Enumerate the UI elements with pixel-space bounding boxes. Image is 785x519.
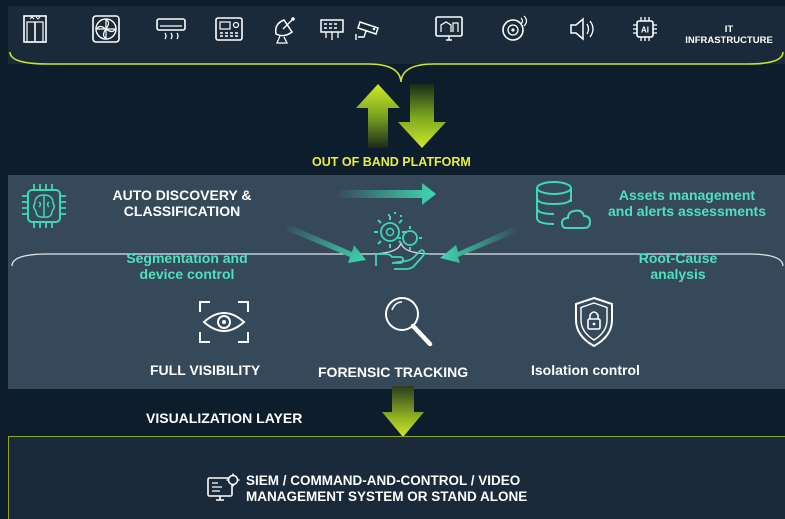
- flow-arrows: [286, 183, 518, 263]
- network-switch-icon: [318, 12, 352, 46]
- up-arrow: [356, 84, 400, 148]
- right-arrow: [336, 183, 436, 205]
- oob-platform-label: OUT OF BAND PLATFORM: [312, 155, 471, 169]
- svg-text:AI: AI: [641, 26, 649, 35]
- smoke-detector-icon: [497, 12, 531, 46]
- cctv-camera-icon: [352, 12, 386, 46]
- full-visibility-label: FULL VISIBILITY: [150, 362, 261, 378]
- visualization-down-arrow: [382, 386, 424, 437]
- building-display-icon: [432, 12, 466, 46]
- bottom-panel: [8, 436, 785, 519]
- fan-icon: [89, 12, 123, 46]
- ai-chip-icon: AI: [628, 12, 662, 46]
- database-cloud-icon: [536, 181, 592, 229]
- platform-panel: [8, 175, 785, 389]
- down-arrow: [398, 84, 446, 148]
- control-panel-icon: [212, 12, 246, 46]
- air-conditioner-icon: [154, 12, 188, 46]
- segmentation-label: Segmentation and device control: [126, 250, 248, 282]
- assets-management-label: Assets management and alerts assessments: [608, 187, 766, 219]
- satellite-dish-icon: [268, 12, 302, 46]
- device-bar: [8, 6, 785, 64]
- top-brace: [9, 51, 784, 83]
- magnifier-icon: [385, 297, 433, 347]
- auto-discovery-label: AUTO DISCOVERY & CLASSIFICATION: [112, 187, 252, 219]
- shield-lock-icon: [575, 296, 613, 348]
- visualization-layer-label: VISUALIZATION LAYER: [146, 410, 303, 426]
- speaker-icon: [566, 12, 600, 46]
- elevator-icon: [18, 12, 52, 46]
- root-cause-label: Root-Cause analysis: [638, 250, 718, 282]
- diagonal-arrow-right: [440, 226, 518, 263]
- forensic-tracking-label: FORENSIC TRACKING: [318, 364, 469, 380]
- gears-hand-icon: [374, 212, 426, 270]
- it-infrastructure-label: IT INFRASTRUCTURE: [685, 24, 773, 46]
- monitor-gear-icon: [207, 473, 240, 501]
- bidirectional-arrows: [356, 84, 446, 148]
- isolation-control-label: Isolation control: [531, 362, 640, 378]
- diagonal-arrow-left: [286, 224, 366, 263]
- siem-label: SIEM / COMMAND-AND-CONTROL / VIDEO MANAG…: [246, 473, 528, 504]
- eye-scan-icon: [199, 301, 249, 343]
- brain-chip-icon: [22, 184, 66, 228]
